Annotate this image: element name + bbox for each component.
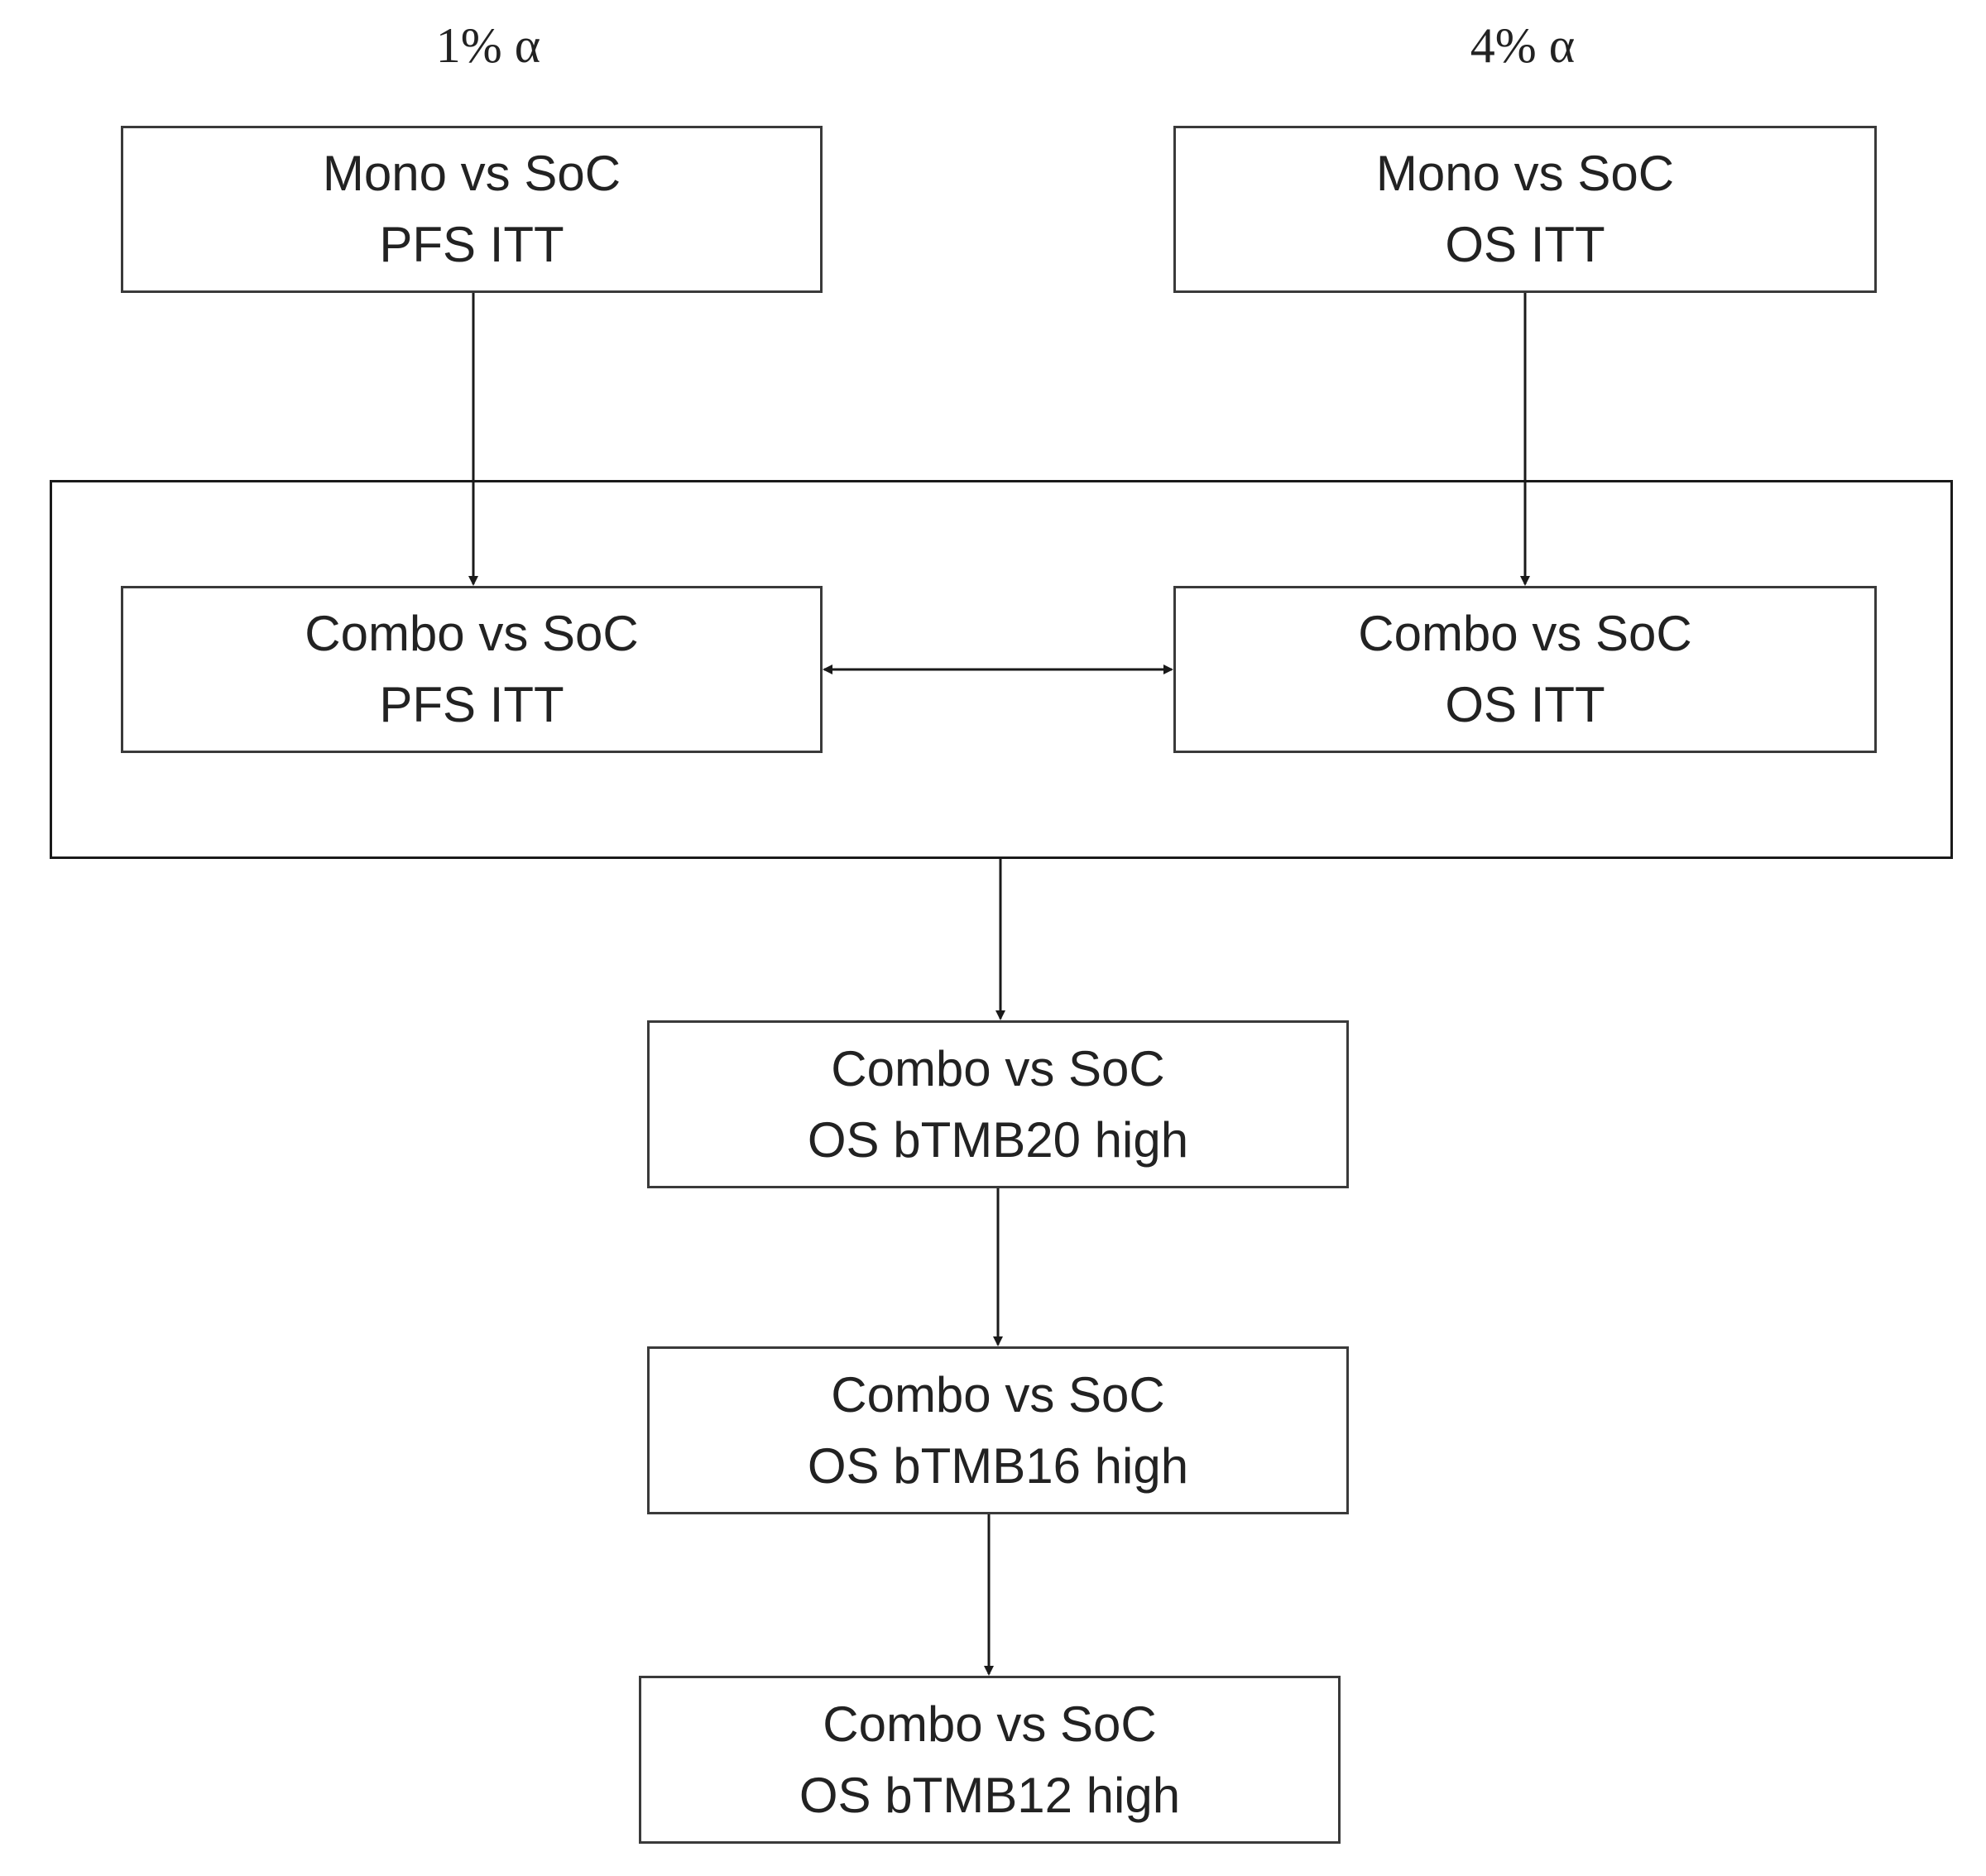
box-line-2: OS ITT <box>1445 217 1605 272</box>
box-combo-vs-soc-os-itt: Combo vs SoC OS ITT <box>1173 586 1877 753</box>
combo-itt-group-frame <box>50 480 1953 859</box>
box-mono-vs-soc-pfs-itt: Mono vs SoC PFS ITT <box>121 126 823 293</box>
box-combo-vs-soc-os-btmb20-high: Combo vs SoC OS bTMB20 high <box>647 1020 1349 1188</box>
box-line-1: Combo vs SoC <box>305 606 639 661</box>
box-combo-vs-soc-os-btmb12-high: Combo vs SoC OS bTMB12 high <box>639 1676 1341 1844</box>
box-line-1: Combo vs SoC <box>831 1366 1165 1423</box>
box-line-2: PFS ITT <box>379 217 564 272</box>
alpha-label-left: 1% α <box>435 18 541 73</box>
box-line-2: PFS ITT <box>379 677 564 732</box>
box-line-2: OS ITT <box>1445 677 1605 732</box>
box-mono-vs-soc-os-itt: Mono vs SoC OS ITT <box>1173 126 1877 293</box>
box-combo-vs-soc-pfs-itt: Combo vs SoC PFS ITT <box>121 586 823 753</box>
box-line-1: Mono vs SoC <box>1375 146 1675 201</box>
box-line-1: Combo vs SoC <box>823 1696 1157 1752</box>
box-line-1: Combo vs SoC <box>831 1040 1165 1096</box>
box-line-1: Mono vs SoC <box>322 146 621 201</box>
box-line-2: OS bTMB16 high <box>807 1437 1189 1494</box>
box-line-2: OS bTMB12 high <box>799 1767 1181 1823</box>
box-line-1: Combo vs SoC <box>1358 606 1692 661</box>
alpha-label-right: 4% α <box>1470 18 1576 73</box>
box-line-2: OS bTMB20 high <box>807 1111 1189 1168</box>
box-combo-vs-soc-os-btmb16-high: Combo vs SoC OS bTMB16 high <box>647 1346 1349 1514</box>
